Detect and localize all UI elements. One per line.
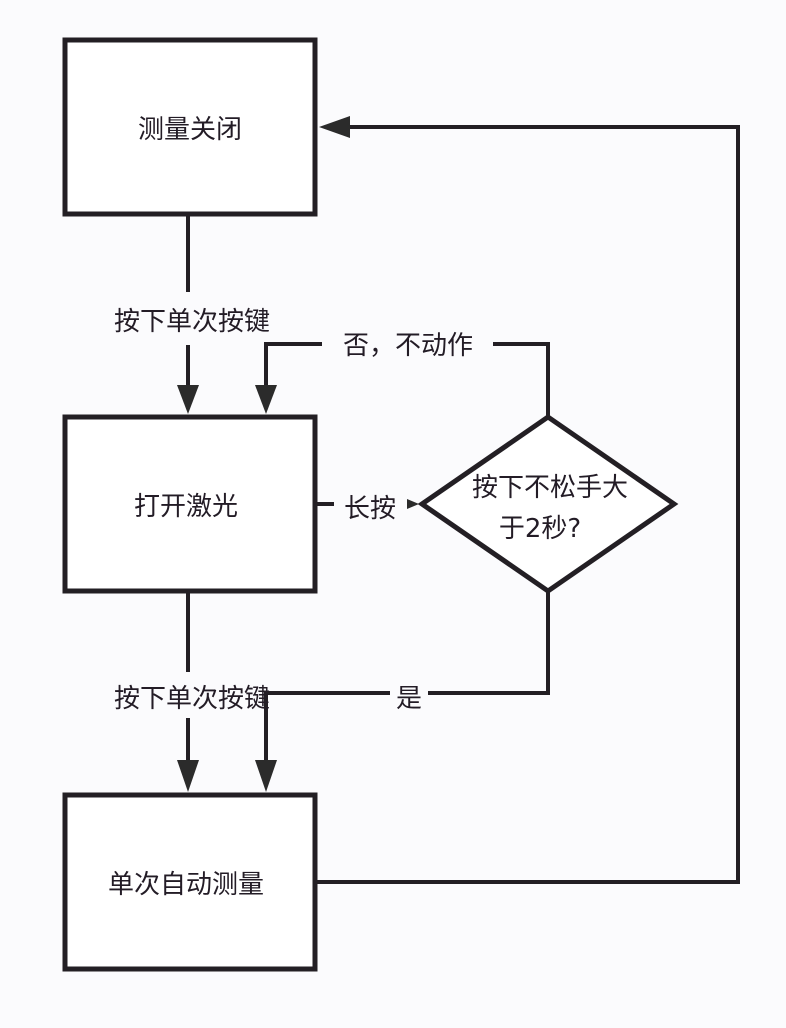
node-laser-on: 打开激光 bbox=[62, 414, 318, 594]
edge-label-press-single-key-2: 按下单次按键 bbox=[114, 684, 270, 714]
arrowhead-icon bbox=[407, 499, 419, 509]
edge-auto-to-off-line bbox=[316, 125, 740, 884]
arrowhead-icon bbox=[177, 760, 199, 792]
node-measurement-off-box bbox=[62, 37, 318, 217]
node-decision-label-line2: 于2秒? bbox=[499, 514, 581, 544]
edge-laser-to-auto: 按下单次按键 bbox=[114, 592, 270, 792]
node-decision: 按下不松手大 于2秒? bbox=[417, 413, 679, 595]
node-single-auto-measure-label: 单次自动测量 bbox=[108, 870, 264, 900]
edge-decision-no-line-right bbox=[493, 342, 550, 417]
arrowhead-icon bbox=[177, 385, 199, 414]
edge-laser-to-decision: 长按 bbox=[316, 494, 419, 524]
node-laser-on-box bbox=[62, 414, 318, 594]
edge-decision-yes-line-left bbox=[264, 691, 390, 760]
node-single-auto-measure: 单次自动测量 bbox=[62, 792, 318, 972]
node-decision-diamond bbox=[417, 413, 679, 595]
edge-label-no-action: 否，不动作 bbox=[343, 331, 473, 361]
arrowhead-icon bbox=[319, 116, 350, 138]
node-decision-label-line1: 按下不松手大 bbox=[472, 473, 628, 503]
edge-decision-yes-line-right bbox=[428, 592, 550, 695]
edge-label-long-press: 长按 bbox=[344, 494, 396, 524]
arrowhead-icon bbox=[255, 760, 277, 792]
arrowhead-icon bbox=[255, 385, 277, 414]
edge-decision-no-line-left bbox=[264, 342, 322, 385]
node-measurement-off: 测量关闭 bbox=[62, 37, 318, 217]
node-laser-on-label: 打开激光 bbox=[134, 492, 238, 522]
edge-decision-no: 否，不动作 bbox=[255, 331, 550, 417]
edge-label-press-single-key: 按下单次按键 bbox=[114, 307, 270, 337]
edge-decision-yes: 是 bbox=[255, 592, 550, 792]
edge-auto-to-off bbox=[316, 116, 740, 884]
edge-label-yes: 是 bbox=[396, 684, 422, 714]
edge-off-to-laser: 按下单次按键 bbox=[114, 214, 270, 414]
node-measurement-off-label: 测量关闭 bbox=[138, 115, 242, 145]
node-single-auto-measure-box bbox=[62, 792, 318, 972]
